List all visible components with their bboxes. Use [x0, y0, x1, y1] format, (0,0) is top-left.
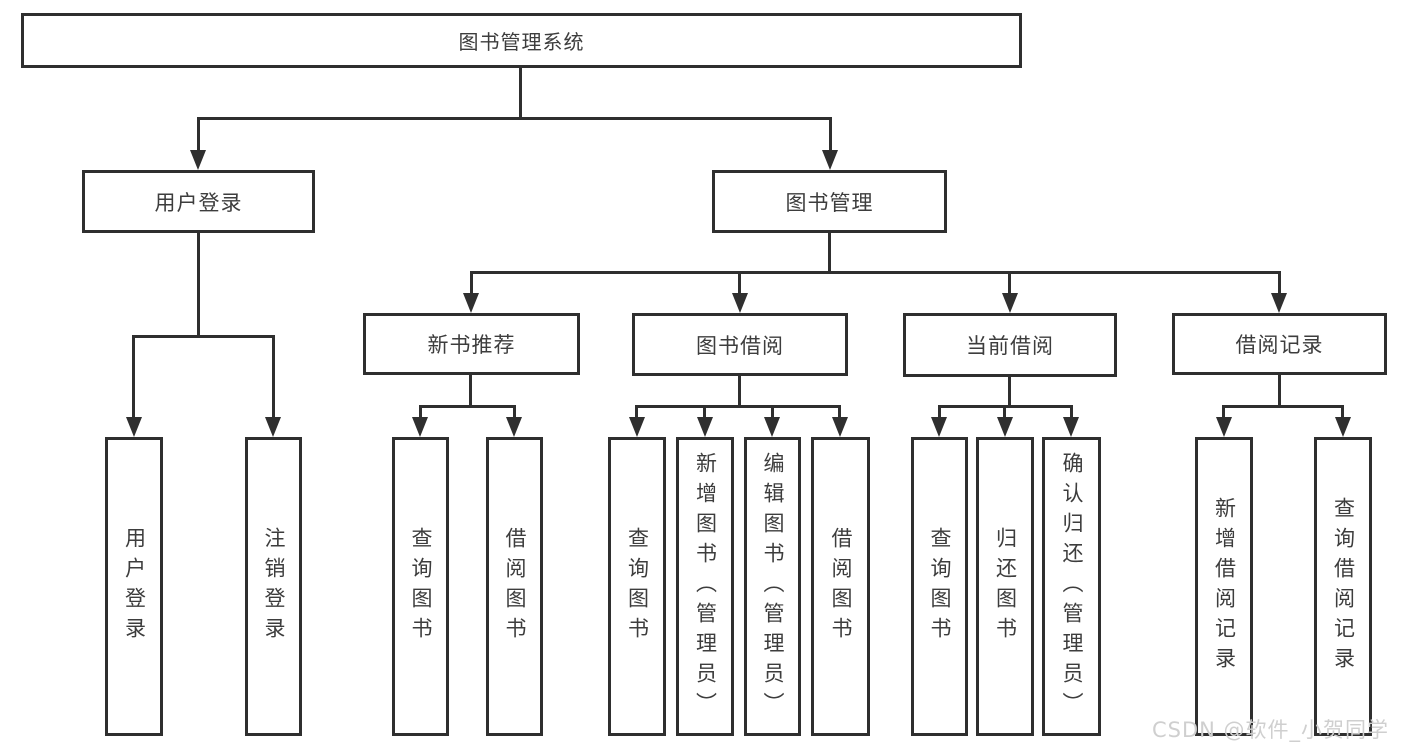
arrow-down-icon	[1002, 293, 1018, 313]
leaf-borrow-add-books-admin: 新增图书（管理员）	[676, 437, 734, 736]
connector-line	[703, 405, 706, 419]
node-book-borrow: 图书借阅	[632, 313, 848, 376]
node-borrow-records: 借阅记录	[1172, 313, 1387, 375]
leaf-borrow-edit-books-admin-label: 编辑图书（管理员）	[761, 451, 785, 722]
connector-line	[829, 117, 832, 153]
arrow-down-icon	[1335, 417, 1351, 437]
arrow-down-icon	[697, 417, 713, 437]
connector-line	[738, 376, 741, 408]
connector-line	[1008, 377, 1011, 408]
leaf-borrow-borrow-books-label: 借阅图书	[829, 526, 853, 647]
arrow-down-icon	[265, 417, 281, 437]
node-current-borrow-label: 当前借阅	[966, 334, 1054, 358]
connector-line	[1070, 405, 1073, 419]
connector-line	[197, 117, 832, 120]
leaf-current-query-books: 查询图书	[911, 437, 968, 736]
connector-line	[1003, 405, 1006, 419]
connector-line	[738, 271, 741, 295]
connector-line	[197, 117, 200, 153]
leaf-logout-label: 注销登录	[262, 526, 286, 647]
leaf-user-login-label: 用户登录	[122, 526, 147, 647]
connector-line	[635, 405, 638, 419]
connector-line	[1222, 405, 1344, 408]
leaf-records-query-borrow-record: 查询借阅记录	[1314, 437, 1372, 736]
leaf-recommend-borrow-books: 借阅图书	[486, 437, 543, 736]
connector-line	[1222, 405, 1225, 419]
leaf-recommend-query-books: 查询图书	[392, 437, 449, 736]
connector-line	[132, 335, 135, 419]
connector-line	[1278, 271, 1281, 295]
leaf-logout: 注销登录	[245, 437, 302, 736]
leaf-current-confirm-return-admin-label: 确认归还（管理员）	[1060, 451, 1084, 722]
leaf-current-query-books-label: 查询图书	[928, 526, 952, 647]
connector-line	[1008, 271, 1011, 295]
connector-line	[469, 375, 472, 408]
node-root-label: 图书管理系统	[458, 30, 585, 54]
connector-line	[419, 405, 516, 408]
leaf-borrow-query-books: 查询图书	[608, 437, 666, 736]
node-book-borrow-label: 图书借阅	[696, 333, 784, 358]
leaf-recommend-borrow-books-label: 借阅图书	[503, 526, 527, 647]
arrow-down-icon	[997, 417, 1013, 437]
node-new-book-recommend: 新书推荐	[363, 313, 580, 375]
leaf-records-query-borrow-record-label: 查询借阅记录	[1331, 496, 1356, 677]
connector-line	[197, 233, 200, 338]
node-new-book-recommend-label: 新书推荐	[427, 333, 516, 357]
arrow-down-icon	[832, 417, 848, 437]
leaf-records-add-borrow-record: 新增借阅记录	[1195, 437, 1253, 736]
connector-line	[938, 405, 941, 419]
node-borrow-records-label: 借阅记录	[1235, 333, 1324, 357]
leaf-borrow-borrow-books: 借阅图书	[811, 437, 870, 736]
connector-line	[519, 68, 522, 120]
arrow-down-icon	[1216, 417, 1232, 437]
leaf-current-return-books: 归还图书	[976, 437, 1034, 736]
leaf-current-return-books-label: 归还图书	[993, 526, 1018, 647]
arrow-down-icon	[732, 293, 748, 313]
arrow-down-icon	[1271, 293, 1287, 313]
leaf-user-login: 用户登录	[105, 437, 163, 736]
arrow-down-icon	[463, 293, 479, 313]
node-user-login-label: 用户登录	[154, 190, 243, 215]
arrow-down-icon	[126, 417, 142, 437]
leaf-borrow-add-books-admin-label: 新增图书（管理员）	[693, 451, 718, 722]
leaf-records-add-borrow-record-label: 新增借阅记录	[1212, 496, 1237, 677]
arrow-down-icon	[931, 417, 947, 437]
leaf-borrow-query-books-label: 查询图书	[625, 526, 650, 647]
leaf-borrow-edit-books-admin: 编辑图书（管理员）	[744, 437, 801, 736]
connector-line	[635, 405, 841, 408]
connector-line	[771, 405, 774, 419]
csdn-watermark: CSDN @软件_小贺同学	[1152, 718, 1390, 742]
arrow-down-icon	[506, 417, 522, 437]
arrow-down-icon	[190, 150, 206, 170]
leaf-recommend-query-books-label: 查询图书	[409, 526, 433, 647]
connector-line	[838, 405, 841, 419]
node-root-system: 图书管理系统	[21, 13, 1022, 68]
node-current-borrow: 当前借阅	[903, 313, 1117, 377]
arrow-down-icon	[629, 417, 645, 437]
connector-line	[272, 335, 275, 419]
arrow-down-icon	[1063, 417, 1079, 437]
connector-line	[1341, 405, 1344, 419]
node-user-login: 用户登录	[82, 170, 315, 233]
leaf-current-confirm-return-admin: 确认归还（管理员）	[1042, 437, 1101, 736]
connector-line	[1278, 375, 1281, 408]
node-book-management-label: 图书管理	[785, 190, 874, 215]
connector-line	[132, 335, 275, 338]
arrow-down-icon	[764, 417, 780, 437]
connector-line	[419, 405, 422, 419]
connector-line	[828, 233, 831, 274]
connector-line	[470, 271, 473, 295]
node-book-management: 图书管理	[712, 170, 947, 233]
arrow-down-icon	[412, 417, 428, 437]
connector-line	[513, 405, 516, 419]
arrow-down-icon	[822, 150, 838, 170]
connector-line	[470, 271, 1281, 274]
